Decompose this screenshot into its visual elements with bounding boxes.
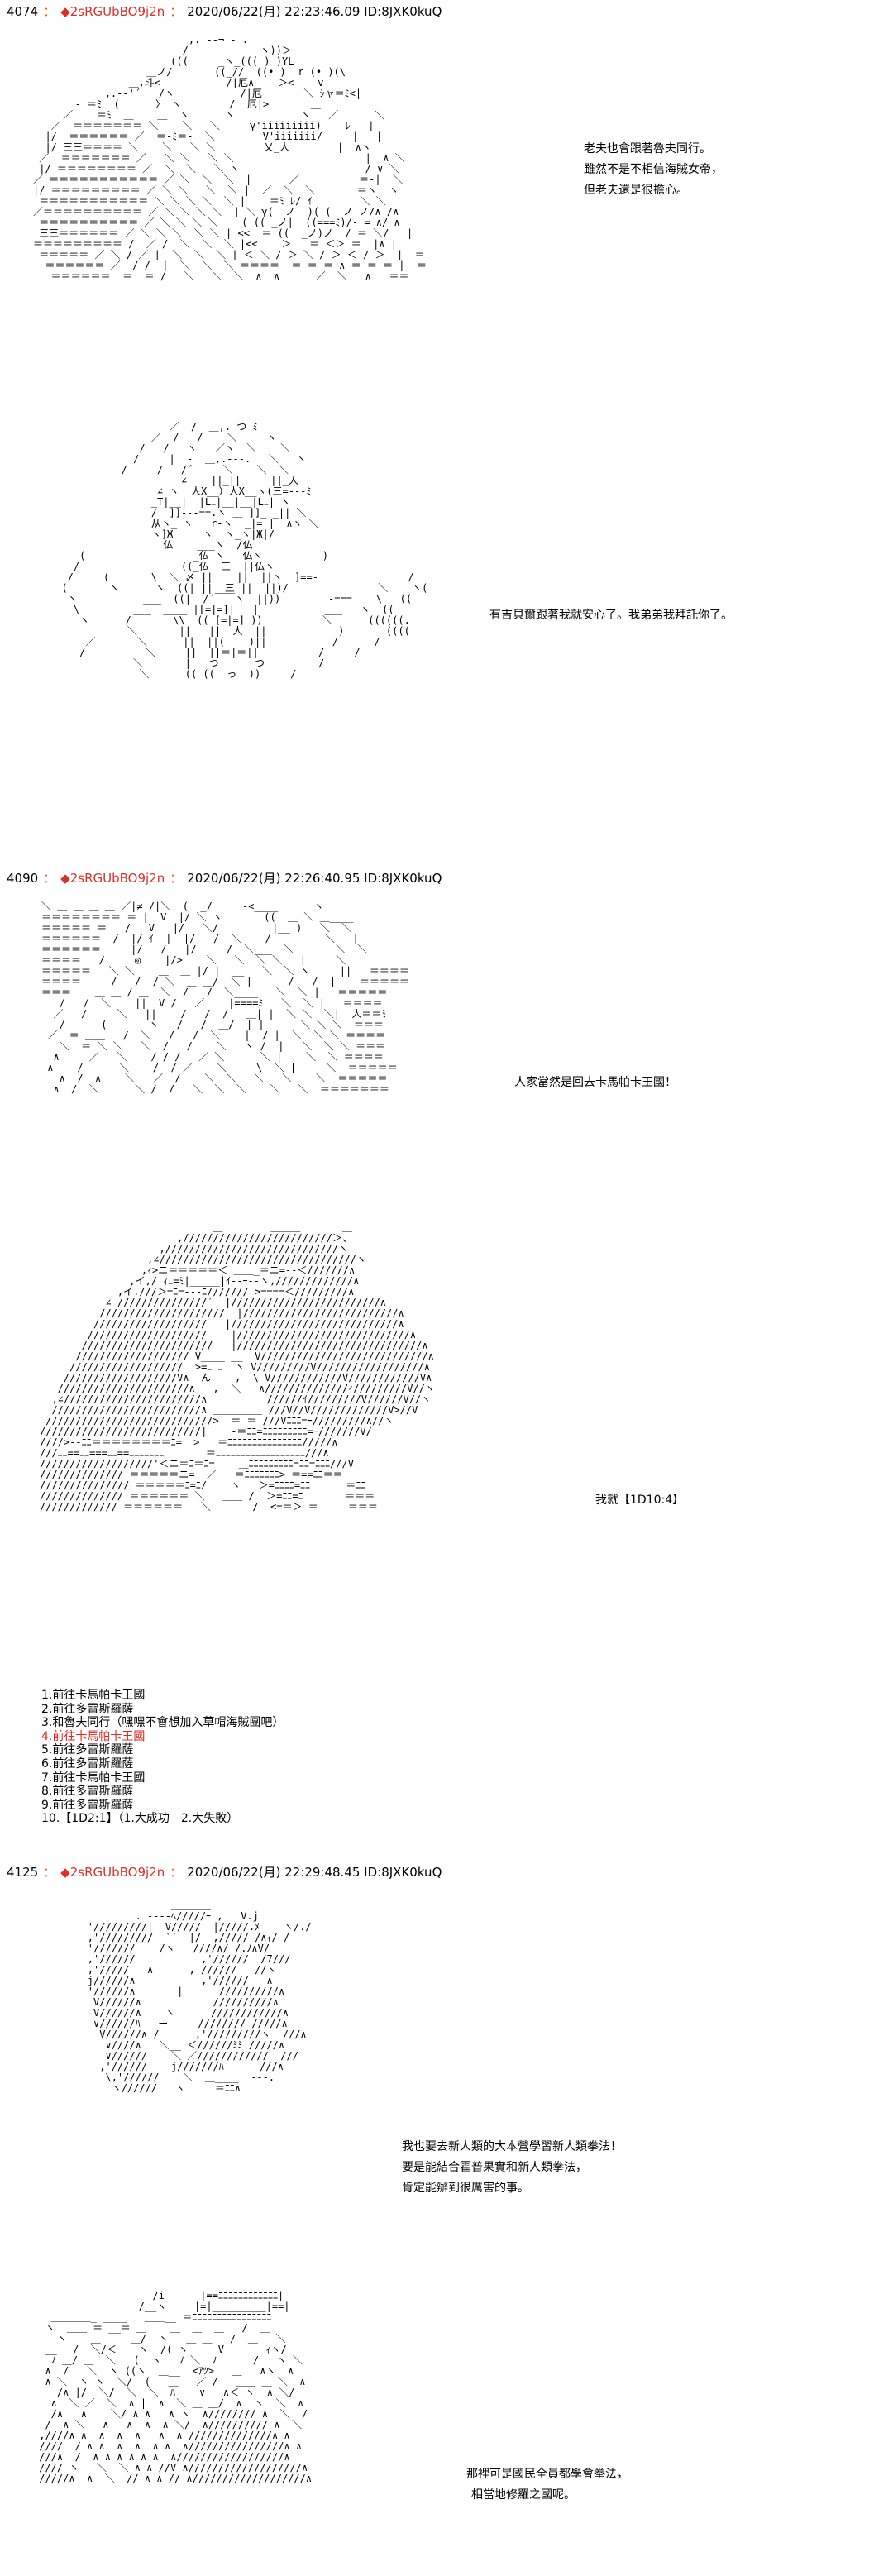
post-number[interactable]: 4125 — [7, 1865, 39, 1880]
ascii-art-character: ／ / ＿,. つ ﾐ ／ / / ＼ ヽ / / ヽ ／ヽ ＼ ＼ / | -… — [61, 422, 428, 680]
dialog-line: 要是能結合霍普果實和新人類拳法， — [402, 2161, 587, 2174]
dialog-text: 我也要去新人類的大本營學習新人類拳法！ 要是能結合霍普果實和新人類拳法， 肯定能… — [402, 2137, 622, 2199]
dialog-text: 老夫也會跟著魯夫同行。 雖然不是不相信海賊女帝， 但老夫還是很擔心。 — [584, 139, 723, 201]
dialog-line: 但老夫還是很擔心。 — [584, 184, 688, 197]
choice-list: 1.前往卡馬帕卡王國 2.前往多雷斯羅薩 3.和魯夫同行（嘿嘿不會想加入草帽海賊… — [41, 1689, 284, 1826]
dialog-text: 我就【1D10:4】 — [595, 1490, 684, 1511]
dialog-line: 有吉貝爾跟著我就安心了。我弟弟我拜託你了。 — [489, 609, 733, 622]
tripcode: ◆2sRGUbBO9j2n — [60, 4, 165, 19]
post-header: 4074 ： ◆2sRGUbBO9j2n ： 2020/06/22(月) 22:23:4… — [7, 3, 442, 20]
ascii-art-character: /i |==ﾆﾆﾆﾆﾆﾆﾆﾆﾆﾆﾆﾆ| ＿/__ヽ＿ |=|_________|… — [39, 2291, 313, 2484]
choice-item: 6.前往多雷斯羅薩 — [41, 1756, 134, 1771]
separator: ： — [170, 1865, 183, 1880]
choice-item: 5.前往多雷斯羅薩 — [41, 1743, 134, 1757]
post-number[interactable]: 4074 — [7, 4, 39, 19]
post-number[interactable]: 4090 — [7, 871, 39, 886]
post-header: 4090 ： ◆2sRGUbBO9j2n ： 2020/06/22(月) 22:26:4… — [7, 870, 442, 887]
dialog-line: 老夫也會跟著魯夫同行。 — [584, 142, 711, 155]
separator: ： — [43, 871, 56, 886]
choice-item: 9.前往多雷斯羅薩 — [41, 1798, 134, 1812]
dialog-line: 人家當然是回去卡馬帕卡王國！ — [514, 1076, 676, 1089]
post-meta: 2020/06/22(月) 22:26:40.95 ID:8JXK0kuQ — [187, 871, 442, 886]
separator: ： — [43, 1865, 56, 1880]
separator: ： — [43, 4, 56, 19]
choice-item: 10.【1D2:1】（1.大成功 2.大失敗） — [41, 1812, 239, 1826]
ascii-art-character: ＿ ＿＿＿ ＿ ,/////////////////////////＞、 ,//… — [40, 1222, 435, 1513]
ascii-art-character: ＿＿＿＿ . ----ﾍ/////ｰ , V.j '/////////| V//… — [87, 1900, 312, 2094]
ascii-art-character: ＼ ＿ ＿ ＿ ＿ ／|≠ /|＼ ( _/ ‐<____ ヽ ＝＝＝＝＝＝＝＝… — [41, 901, 409, 1095]
choice-item: 2.前往多雷斯羅薩 — [41, 1702, 134, 1716]
choice-item: 7.前往卡馬帕卡王國 — [41, 1771, 146, 1785]
choice-item: 8.前往多雷斯羅薩 — [41, 1785, 134, 1799]
dialog-line: 那裡可是國民全員都學會拳法， — [466, 2468, 628, 2481]
choice-item: 3.和魯夫同行（嘿嘿不會想加入草帽海賊團吧） — [41, 1716, 284, 1730]
dialog-text: 那裡可是國民全員都學會拳法， 相當地修羅之國呢。 — [466, 2464, 628, 2506]
tripcode: ◆2sRGUbBO9j2n — [60, 1865, 165, 1880]
choice-item-selected: 4.前往卡馬帕卡王國 — [41, 1729, 146, 1743]
post-meta: 2020/06/22(月) 22:29:48.45 ID:8JXK0kuQ — [187, 1865, 442, 1880]
separator: ： — [170, 4, 183, 19]
dialog-line: 我就【1D10:4】 — [595, 1494, 685, 1507]
tripcode: ◆2sRGUbBO9j2n — [60, 871, 165, 886]
dialog-text: 人家當然是回去卡馬帕卡王國！ — [514, 1073, 676, 1093]
post-meta: 2020/06/22(月) 22:23:46.09 ID:8JXK0kuQ — [187, 4, 442, 19]
choice-item: 1.前往卡馬帕卡王國 — [41, 1689, 146, 1702]
post-header: 4125 ： ◆2sRGUbBO9j2n ： 2020/06/22(月) 22:29:4… — [7, 1864, 442, 1881]
dialog-line: 雖然不是不相信海賊女帝， — [584, 163, 723, 176]
dialog-line: 肯定能辦到很厲害的事。 — [402, 2182, 529, 2195]
dialog-line: 我也要去新人類的大本營學習新人類拳法！ — [402, 2140, 622, 2153]
dialog-line: 相當地修羅之國呢。 — [471, 2488, 575, 2502]
dialog-text: 有吉貝爾跟著我就安心了。我弟弟我拜託你了。 — [489, 605, 733, 626]
ascii-art-character: ,. -‐¬ - ._ / ヽ))＞ ((( _ヽ_((( ) )YL ＿ノ/ … — [33, 35, 427, 282]
separator: ： — [170, 871, 183, 886]
